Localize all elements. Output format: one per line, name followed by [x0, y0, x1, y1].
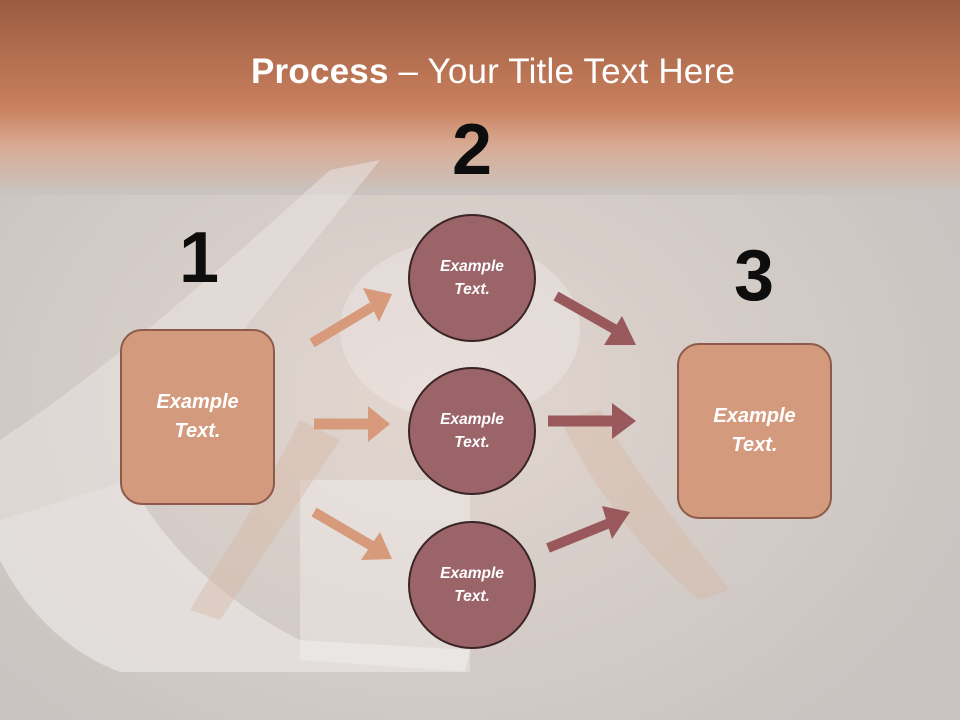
arrow-left-bottom — [311, 507, 392, 560]
slide-title: Process – Your Title Text Here — [0, 52, 960, 92]
title-rest: – Your Title Text Here — [388, 52, 735, 91]
step-number-2: 2 — [451, 110, 493, 190]
step3-box-text: Example Text. — [713, 405, 796, 456]
step1-box-text: Example Text. — [156, 391, 239, 442]
arrow-right-bottom — [546, 506, 630, 553]
arrow-right-middle — [548, 403, 636, 439]
step3-box[interactable]: Example Text. — [677, 343, 832, 519]
title-bold: Process — [251, 52, 389, 91]
arrow-left-middle — [314, 406, 390, 442]
step-number-3: 3 — [733, 236, 775, 316]
circle-top-text: Example Text. — [440, 258, 504, 298]
step2-circle-middle[interactable]: Example Text. — [408, 367, 536, 495]
step-number-1: 1 — [178, 218, 220, 298]
circle-middle-text: Example Text. — [440, 411, 504, 451]
step2-circle-bottom[interactable]: Example Text. — [408, 521, 536, 649]
arrow-right-top — [553, 291, 636, 345]
step2-circle-top[interactable]: Example Text. — [408, 214, 536, 342]
step1-box[interactable]: Example Text. — [120, 329, 275, 505]
arrow-left-top — [309, 288, 392, 348]
circle-bottom-text: Example Text. — [440, 565, 504, 605]
